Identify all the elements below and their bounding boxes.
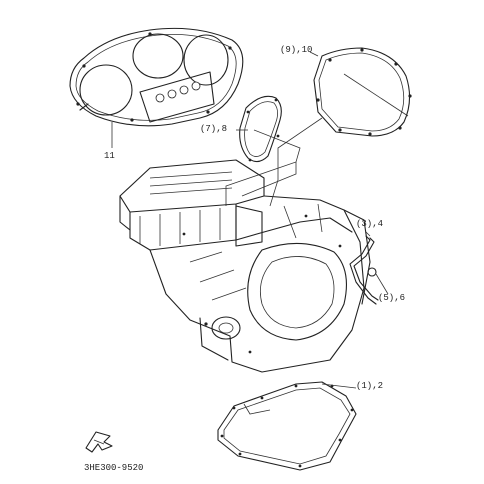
plug-5-6 bbox=[367, 267, 389, 295]
oil-pan-gasket-1-2 bbox=[217, 381, 357, 471]
meter-gasket-11 bbox=[69, 27, 244, 148]
leader-lines bbox=[225, 117, 323, 207]
callout-meter-gasket: 11 bbox=[104, 151, 115, 161]
callout-cover-gasket: (9),10 bbox=[280, 45, 312, 55]
pipe-3-4 bbox=[349, 231, 379, 305]
small-gasket-7-8 bbox=[236, 95, 282, 163]
callout-oil-pan-gasket: (1),2 bbox=[356, 381, 383, 391]
callout-small-gasket: (7),8 bbox=[200, 124, 227, 134]
engine-block bbox=[119, 159, 371, 373]
front-arrow-icon bbox=[85, 431, 113, 453]
callout-pipe: (3),4 bbox=[356, 219, 383, 229]
cover-gasket-9-10 bbox=[309, 47, 412, 137]
diagram-code: 3HE300-9520 bbox=[84, 463, 143, 473]
callout-plug: (5),6 bbox=[378, 293, 405, 303]
